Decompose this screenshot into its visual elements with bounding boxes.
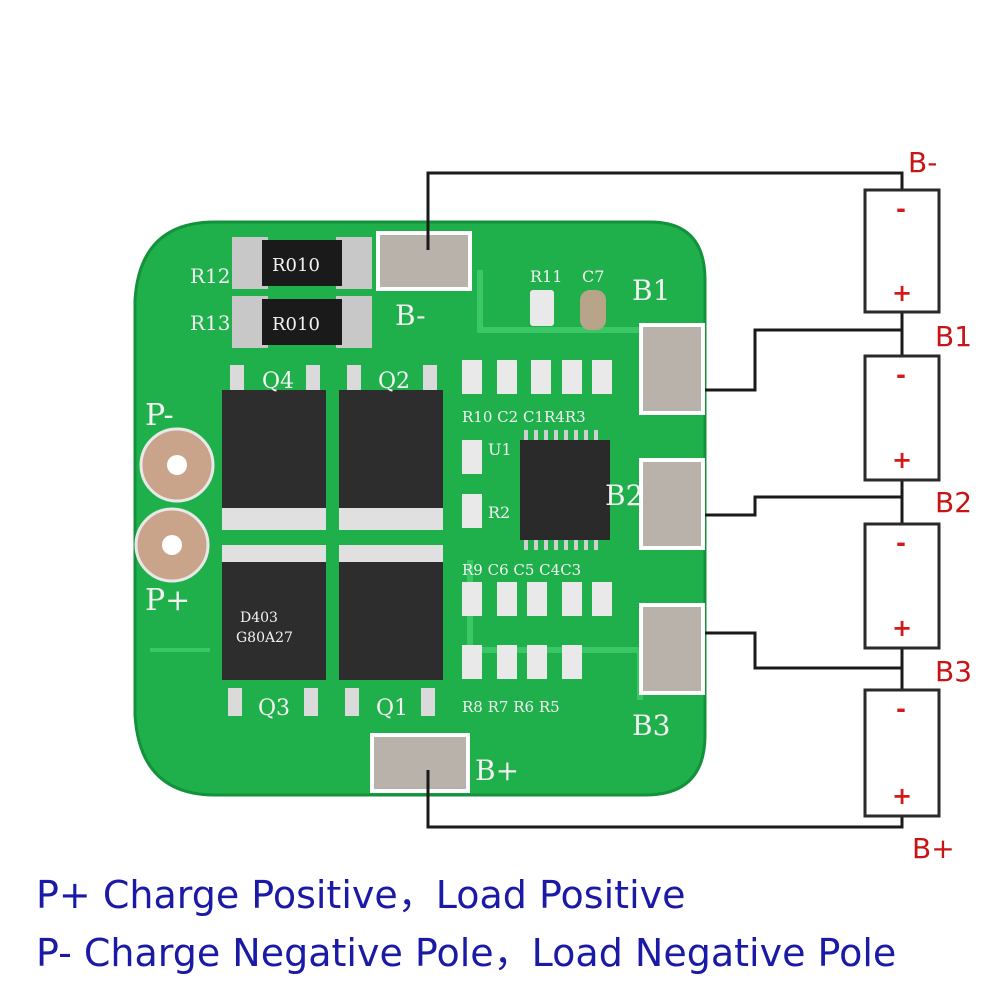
- b-plus-pad: [370, 733, 470, 793]
- label-c7: C7: [582, 267, 604, 286]
- label-mosfet-code-marking: G80A27: [236, 630, 293, 646]
- pad-label-p-plus: P+: [145, 583, 190, 618]
- label-q4: Q4: [262, 369, 294, 394]
- cell-1-plus-sign: +: [892, 279, 912, 307]
- cell-2-plus-sign: +: [892, 446, 912, 474]
- label-r12: R12: [190, 264, 231, 288]
- p-minus-terminal: [139, 427, 215, 503]
- terminal-label-b1: B1: [935, 320, 972, 353]
- cell-1-minus-sign: -: [896, 195, 906, 223]
- pad-label-b2: B2: [605, 479, 643, 512]
- label-row-upper: R10 C2 C1R4R3: [462, 408, 586, 426]
- pad-label-b1: B1: [632, 274, 670, 307]
- label-r11: R11: [530, 267, 562, 286]
- pad-label-b-minus: B-: [395, 299, 426, 332]
- b-minus-pad: [376, 231, 472, 291]
- label-row-lower: R8 R7 R6 R5: [462, 698, 560, 716]
- b2-pad: [639, 458, 705, 550]
- terminal-label-b3: B3: [935, 655, 972, 688]
- resistor-r12: [232, 237, 372, 289]
- b1-pad: [639, 323, 705, 415]
- mosfet-q3: [222, 545, 326, 716]
- cell-3-minus-sign: -: [896, 529, 906, 557]
- caption-line-2: P- Charge Negative Pole，Load Negative Po…: [36, 931, 897, 975]
- pad-label-b-plus: B+: [475, 754, 519, 787]
- terminal-label-b-minus: B-: [908, 146, 937, 179]
- label-r010-a: R010: [272, 255, 320, 276]
- cell-4-plus-sign: +: [892, 782, 912, 810]
- ic-u1: [520, 430, 610, 550]
- mosfet-q4: [222, 365, 326, 530]
- terminal-label-b2: B2: [935, 486, 972, 519]
- label-r13: R13: [190, 311, 231, 335]
- cell-4-minus-sign: -: [896, 695, 906, 723]
- pad-label-b3: B3: [632, 709, 670, 742]
- cell-3-plus-sign: +: [892, 614, 912, 642]
- pad-label-p-minus: P-: [145, 398, 174, 433]
- wiring: [426, 171, 904, 829]
- battery-cell-2: - +: [863, 354, 941, 482]
- cell-2-minus-sign: -: [896, 361, 906, 389]
- resistor-r13: [232, 296, 372, 348]
- label-mosfet-top-marking: D403: [240, 610, 278, 626]
- smd-components: [462, 290, 612, 679]
- label-row-middle: R9 C6 C5 C4C3: [462, 561, 581, 579]
- terminal-label-b-plus: B+: [912, 832, 955, 865]
- label-r010-b: R010: [272, 314, 320, 335]
- b3-pad: [639, 603, 705, 695]
- p-plus-terminal: [134, 507, 210, 583]
- label-q2: Q2: [378, 369, 410, 394]
- label-u1: U1: [488, 440, 512, 459]
- caption-line-1: P+ Charge Positive，Load Positive: [36, 873, 686, 917]
- battery-cell-1: - +: [863, 188, 941, 314]
- battery-cell-4: - +: [863, 688, 941, 818]
- battery-cell-3: - +: [863, 522, 941, 650]
- mosfet-q2: [339, 365, 443, 530]
- label-r2: R2: [488, 503, 510, 522]
- mosfet-q1: [339, 545, 443, 716]
- label-q3: Q3: [258, 696, 290, 721]
- label-q1: Q1: [376, 696, 408, 721]
